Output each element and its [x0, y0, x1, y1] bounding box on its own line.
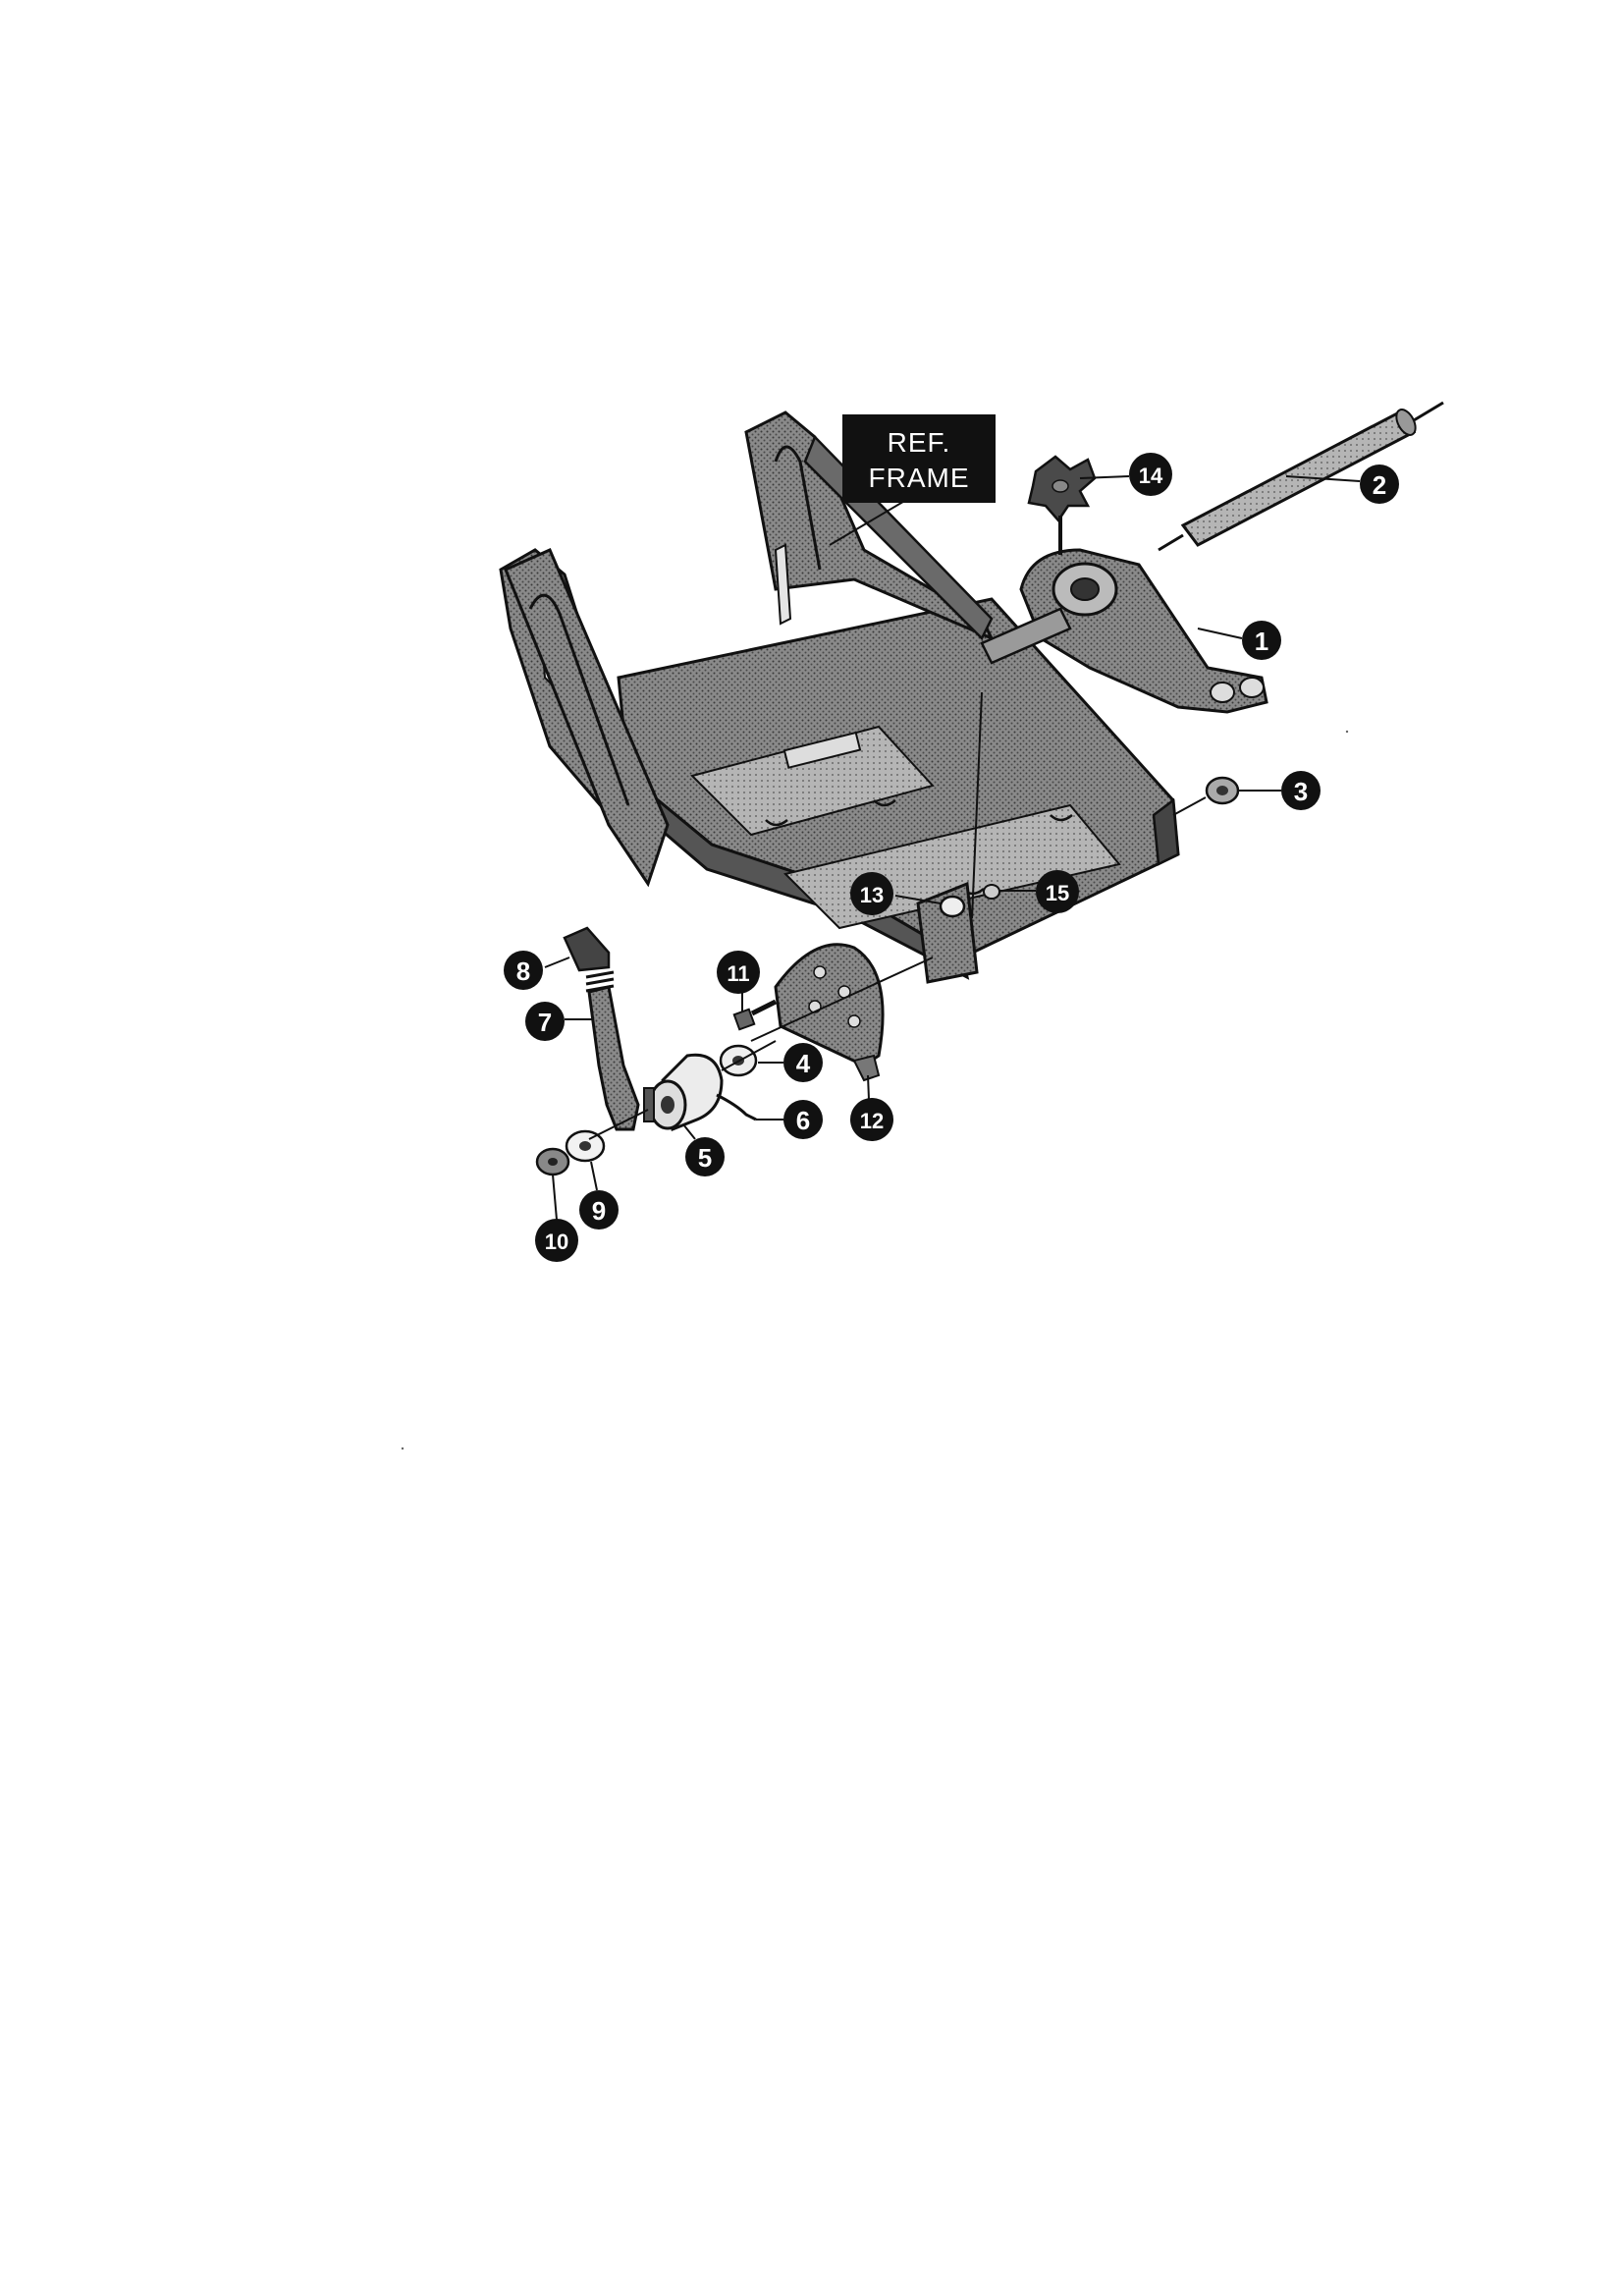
leader-lines	[544, 475, 1361, 1221]
rod-thread-left	[1158, 533, 1184, 552]
svg-text:7: 7	[538, 1008, 552, 1037]
quadrant-tab	[852, 1054, 881, 1082]
frame-tab-c	[1050, 814, 1073, 822]
bracket-eye-2	[1239, 677, 1265, 698]
small-parts-13-15	[939, 884, 1000, 918]
bolt-11-shank	[750, 999, 778, 1016]
frame-left-wall-arch	[528, 593, 630, 806]
ref-frame-label-line2: FRAME	[869, 463, 970, 493]
svg-text:6: 6	[796, 1106, 810, 1135]
callout-12: 12	[850, 1098, 893, 1141]
bracket-eye-1	[1210, 682, 1235, 703]
rod-part	[1158, 401, 1444, 552]
pin-6-body	[716, 1093, 757, 1121]
bracket-boss-hole	[1070, 577, 1100, 601]
leader-13	[894, 895, 942, 904]
callout-14: 14	[1129, 453, 1172, 496]
lever-part-7	[585, 970, 640, 1131]
ref-frame-label-line1: REF.	[888, 427, 951, 458]
ref-frame-label: REF. FRAME	[842, 414, 996, 503]
leader-12	[867, 1074, 870, 1101]
leader-10	[552, 1174, 558, 1221]
leader-8	[544, 957, 570, 968]
leader-9	[590, 1161, 598, 1191]
ref-frame-label-box	[842, 414, 996, 503]
svg-text:4: 4	[796, 1049, 811, 1078]
callouts: 1 2 3 4 5 6 7 8	[504, 453, 1399, 1262]
scan-speck	[401, 1447, 404, 1450]
svg-text:15: 15	[1046, 881, 1069, 905]
knob-center	[1052, 479, 1069, 493]
callout-3: 3	[1281, 771, 1321, 810]
lever-7-body	[587, 985, 640, 1131]
svg-text:8: 8	[516, 957, 530, 986]
callout-15: 15	[1036, 870, 1079, 913]
svg-text:11: 11	[727, 961, 749, 986]
leader-13-vertical	[971, 691, 983, 919]
svg-text:5: 5	[698, 1143, 712, 1173]
callout-2: 2	[1360, 465, 1399, 504]
callout-6: 6	[783, 1100, 823, 1139]
hub-5-hole	[661, 1096, 674, 1114]
nut-3-hole	[1216, 786, 1228, 795]
callout-1: 1	[1242, 621, 1281, 660]
callout-10: 10	[535, 1219, 578, 1262]
frame-tab-b	[873, 799, 896, 807]
hub-5-flange	[643, 1087, 655, 1122]
nut-part-3	[1205, 776, 1240, 805]
leader-3-axis	[1172, 796, 1207, 816]
knob-part	[1027, 455, 1097, 555]
frame-right-upright-arch	[774, 445, 822, 571]
callout-5: 5	[685, 1137, 725, 1176]
rod-end-cap	[1395, 409, 1417, 436]
frame-right-flange	[1152, 797, 1180, 866]
callout-13: 13	[850, 872, 893, 915]
leader-ref-frame	[829, 495, 914, 546]
bolt-11-head	[732, 1008, 756, 1031]
lever-7-spring	[585, 970, 615, 993]
callout-4: 4	[783, 1043, 823, 1082]
rod-thread-right	[1413, 401, 1444, 422]
callout-9: 9	[579, 1190, 619, 1230]
assembly-axis-hub	[721, 1040, 777, 1071]
latch-8-body	[563, 926, 611, 972]
pin-part-6	[716, 1093, 757, 1121]
svg-text:14: 14	[1139, 464, 1163, 488]
callout-8: 8	[504, 951, 543, 990]
callout-7: 7	[525, 1002, 565, 1041]
quadrant-hole-3	[847, 1014, 861, 1028]
svg-text:2: 2	[1373, 470, 1386, 500]
svg-text:12: 12	[860, 1109, 884, 1133]
quadrant-hole-1	[813, 965, 827, 979]
washer-part-9	[565, 1129, 606, 1163]
leader-5	[682, 1123, 696, 1140]
part-15-ring	[983, 884, 1000, 900]
latch-part-8	[563, 926, 611, 972]
svg-text:3: 3	[1294, 777, 1308, 806]
hub-part-5	[643, 1053, 724, 1132]
callout-11: 11	[717, 951, 760, 994]
svg-text:9: 9	[592, 1196, 606, 1226]
frame-slot	[782, 731, 862, 769]
part-13-ring	[939, 895, 966, 918]
nut-10-hole	[548, 1158, 558, 1166]
bracket-shaft	[980, 607, 1072, 665]
frame-tab-a	[765, 819, 788, 827]
leader-14	[1079, 475, 1130, 479]
scan-speck	[1345, 730, 1349, 734]
assembly-axis-lower	[588, 1109, 649, 1140]
nut-part-10	[535, 1147, 570, 1176]
svg-text:1: 1	[1255, 627, 1268, 656]
washer-9-hole	[579, 1141, 591, 1151]
svg-text:10: 10	[545, 1230, 568, 1254]
bolt-part-11	[732, 999, 778, 1031]
svg-text:13: 13	[860, 883, 884, 907]
leader-2	[1285, 475, 1361, 482]
leader-1	[1197, 628, 1243, 639]
frame-right-upright-slot	[774, 543, 792, 626]
assembly-axis-quadrant	[750, 957, 934, 1042]
bracket-arm-part	[980, 548, 1268, 714]
